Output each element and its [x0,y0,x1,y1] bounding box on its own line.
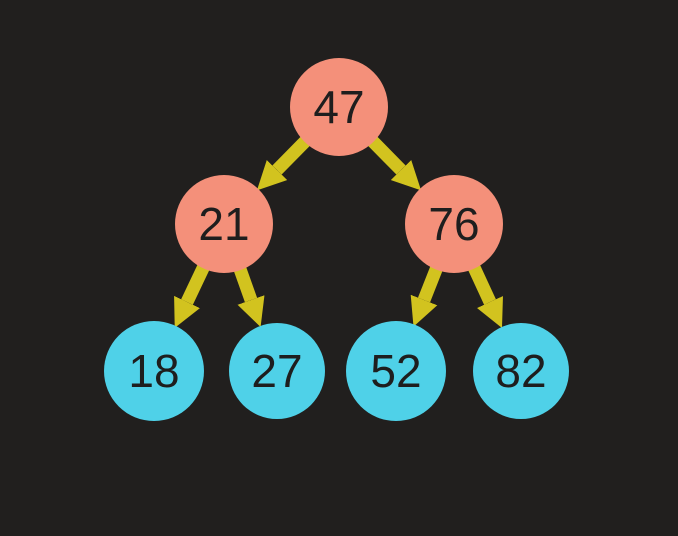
tree-node-left-child: 21 [175,175,273,273]
tree-nodes: 47 21 76 18 27 52 [104,58,569,421]
node-leaf-right-left-value: 52 [370,345,421,397]
node-left-child-value: 21 [198,198,249,250]
node-leaf-left-left-value: 18 [128,345,179,397]
node-leaf-left-right-value: 27 [251,345,302,397]
node-right-child-circle [405,175,503,273]
node-root-circle [290,58,388,156]
node-right-child-value: 76 [428,198,479,250]
tree-node-leaf-right-right: 82 [473,323,569,419]
node-leaf-left-left-circle [104,321,204,421]
tree-node-leaf-left-left: 18 [104,321,204,421]
node-leaf-right-left-circle [346,321,446,421]
tree-node-leaf-left-right: 27 [229,323,325,419]
tree-node-root: 47 [290,58,388,156]
node-root-value: 47 [313,81,364,133]
node-left-child-circle [175,175,273,273]
node-leaf-right-right-value: 82 [495,345,546,397]
node-leaf-left-right-circle [229,323,325,419]
node-leaf-right-right-circle [473,323,569,419]
tree-node-right-child: 76 [405,175,503,273]
tree-node-leaf-right-left: 52 [346,321,446,421]
